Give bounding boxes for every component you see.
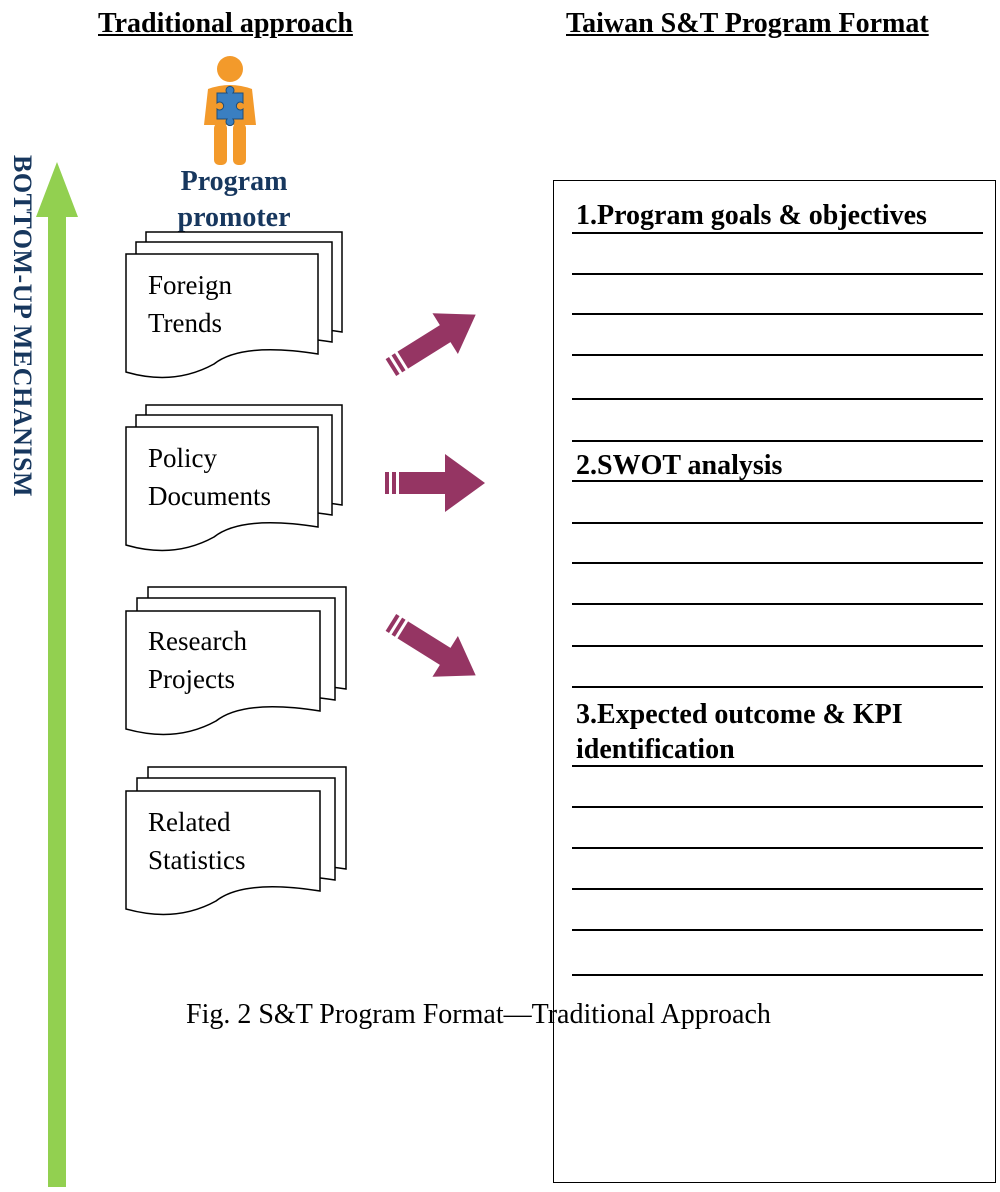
document-related-statistics: Related Statistics bbox=[148, 807, 246, 875]
format-rule-line bbox=[572, 313, 983, 315]
document-stack bbox=[124, 765, 352, 930]
format-rule-line bbox=[572, 232, 983, 234]
format-rule-line bbox=[572, 974, 983, 976]
format-rule-line bbox=[572, 645, 983, 647]
format-rule-line bbox=[572, 765, 983, 767]
document-stack bbox=[124, 230, 348, 393]
format-rule-line bbox=[572, 273, 983, 275]
program-format-heading: Taiwan S&T Program Format bbox=[566, 8, 929, 39]
document-policy-documents: Policy Documents bbox=[148, 443, 271, 511]
section-swot-analysis: 2.SWOT analysis bbox=[576, 450, 783, 481]
document-stack bbox=[124, 403, 348, 566]
format-rule-line bbox=[572, 806, 983, 808]
format-rule-line bbox=[572, 398, 983, 400]
document-stack bbox=[124, 585, 352, 750]
promoter-person-icon bbox=[200, 55, 260, 172]
format-rule-line bbox=[572, 522, 983, 524]
flow-arrow-right bbox=[383, 450, 489, 521]
format-rule-line bbox=[572, 888, 983, 890]
program-promoter-label: Program promoter bbox=[177, 166, 291, 233]
format-rule-line bbox=[572, 929, 983, 931]
document-foreign-trends: Foreign Trends bbox=[148, 270, 232, 338]
figure-caption: Fig. 2 S&T Program Format—Traditional Ap… bbox=[186, 999, 771, 1030]
flow-arrow-up-right bbox=[380, 290, 490, 395]
format-rule-line bbox=[572, 354, 983, 356]
flow-arrow-down-right bbox=[380, 600, 490, 705]
traditional-approach-heading: Traditional approach bbox=[98, 8, 353, 39]
format-rule-line bbox=[572, 603, 983, 605]
document-research-projects: Research Projects bbox=[148, 626, 247, 694]
format-rule-line bbox=[572, 480, 983, 482]
format-rule-line bbox=[572, 440, 983, 442]
format-rule-line bbox=[572, 847, 983, 849]
bottom-up-arrow bbox=[36, 162, 78, 1192]
format-rule-line bbox=[572, 562, 983, 564]
section-expected-outcome-kpi: 3.Expected outcome & KPI identification bbox=[576, 699, 903, 765]
program-format-box bbox=[553, 180, 996, 1183]
section-program-goals: 1.Program goals & objectives bbox=[576, 200, 927, 231]
format-rule-line bbox=[572, 686, 983, 688]
